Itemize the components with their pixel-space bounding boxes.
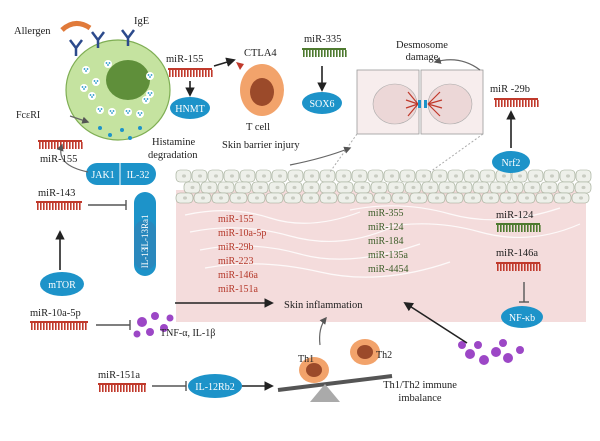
svg-text:imbalance: imbalance <box>398 393 441 404</box>
svg-text:miR-146a: miR-146a <box>496 248 538 259</box>
mir124-right-bar <box>496 223 541 232</box>
svg-text:miR-10a-5p: miR-10a-5p <box>30 308 81 319</box>
mtor-oval: mTOR <box>40 272 84 296</box>
svg-text:IL-12Rb2: IL-12Rb2 <box>195 382 234 393</box>
epidermis-cells <box>175 169 592 204</box>
il13-receptor: IL-13Ra1 IL-13 <box>134 192 156 276</box>
svg-text:T cell: T cell <box>246 122 270 133</box>
svg-text:miR-155: miR-155 <box>40 154 77 165</box>
hnmt-oval: HNMT <box>170 97 210 119</box>
nfkb-oval: NF-κb <box>501 306 543 328</box>
mir143-bar <box>36 201 82 210</box>
mir146a-right-bar <box>496 262 541 271</box>
svg-text:CTLA4: CTLA4 <box>244 48 277 59</box>
svg-text:Th1/Th2 immune: Th1/Th2 immune <box>383 380 457 391</box>
desmosome-panel <box>329 69 484 173</box>
svg-text:IL-32: IL-32 <box>127 170 150 181</box>
svg-text:Skin inflammation: Skin inflammation <box>284 300 363 311</box>
skin-green-mirna: miR-355 <box>368 208 404 219</box>
skin-mirna-red-list: miR-155 miR-10a-5p miR-29b miR-223 miR-1… <box>218 214 266 295</box>
svg-text:FcεRI: FcεRI <box>16 110 40 121</box>
svg-text:NF-κb: NF-κb <box>509 313 535 324</box>
svg-text:miR -29b: miR -29b <box>490 84 530 95</box>
svg-text:JAK1: JAK1 <box>91 170 114 181</box>
mir10a5p-bar <box>30 321 88 330</box>
skin-red-mirna: miR-10a-5p <box>218 228 266 239</box>
il12rb2-oval: IL-12Rb2 <box>188 374 242 398</box>
arrows <box>55 57 516 344</box>
skin-red-mirna: miR-29b <box>218 242 254 253</box>
svg-text:miR-124: miR-124 <box>496 210 534 221</box>
nrf2-oval: Nrf2 <box>492 151 530 173</box>
skin-red-mirna: miR-223 <box>218 256 254 267</box>
svg-text:Nrf2: Nrf2 <box>502 158 521 169</box>
labels: Allergen IgE FcεRI Histamine degradation… <box>14 16 538 404</box>
mir151a-bar <box>98 383 146 392</box>
svg-text:damage: damage <box>406 52 439 63</box>
svg-text:TNF-α, IL-1β: TNF-α, IL-1β <box>160 328 215 339</box>
skin-green-mirna: miR-124 <box>368 222 404 233</box>
cytokine-particles <box>133 312 524 365</box>
skin-green-mirna: miR-184 <box>368 236 404 247</box>
svg-text:IgE: IgE <box>134 16 149 27</box>
mast-cell <box>60 21 171 141</box>
svg-text:degradation: degradation <box>148 150 198 161</box>
svg-text:SOX6: SOX6 <box>309 99 334 110</box>
svg-text:IL-13Ra1: IL-13Ra1 <box>140 215 150 250</box>
mir29b-top-bar <box>494 98 539 107</box>
mir335-top-bar <box>302 48 347 57</box>
sox6-oval: SOX6 <box>302 92 342 114</box>
svg-text:Histamine: Histamine <box>152 137 195 148</box>
svg-text:mTOR: mTOR <box>48 280 76 291</box>
skin-region <box>175 169 592 322</box>
skin-red-mirna: miR-155 <box>218 214 254 225</box>
skin-mirna-green-list: miR-355 miR-124 miR-184 miR-135a miR-445… <box>368 208 409 275</box>
mirna-bar-icons <box>30 48 541 392</box>
mir155-top-bar <box>168 68 213 77</box>
th-cells <box>277 339 393 402</box>
t-cell <box>236 62 284 116</box>
arrows-grey <box>56 56 481 346</box>
skin-red-mirna: miR-151a <box>218 284 259 295</box>
svg-text:HNMT: HNMT <box>175 104 204 115</box>
mir155-left-bar <box>38 140 83 149</box>
inhibition-lines <box>88 200 529 391</box>
jak1-il32-oval: JAK1 IL-32 <box>86 163 156 185</box>
svg-text:Skin barrier injury: Skin barrier injury <box>222 140 300 151</box>
svg-text:Allergen: Allergen <box>14 26 51 37</box>
svg-text:miR-151a: miR-151a <box>98 370 140 381</box>
skin-green-mirna: miR-4454 <box>368 264 409 275</box>
svg-text:miR-335: miR-335 <box>304 34 341 45</box>
svg-text:IL-13: IL-13 <box>140 247 150 268</box>
svg-text:miR-155: miR-155 <box>166 54 203 65</box>
svg-text:Th2: Th2 <box>376 350 392 361</box>
svg-text:Desmosome: Desmosome <box>396 40 448 51</box>
svg-text:Th1: Th1 <box>298 354 314 365</box>
skin-red-mirna: miR-146a <box>218 270 259 281</box>
skin-green-mirna: miR-135a <box>368 250 409 261</box>
svg-text:miR-143: miR-143 <box>38 188 75 199</box>
